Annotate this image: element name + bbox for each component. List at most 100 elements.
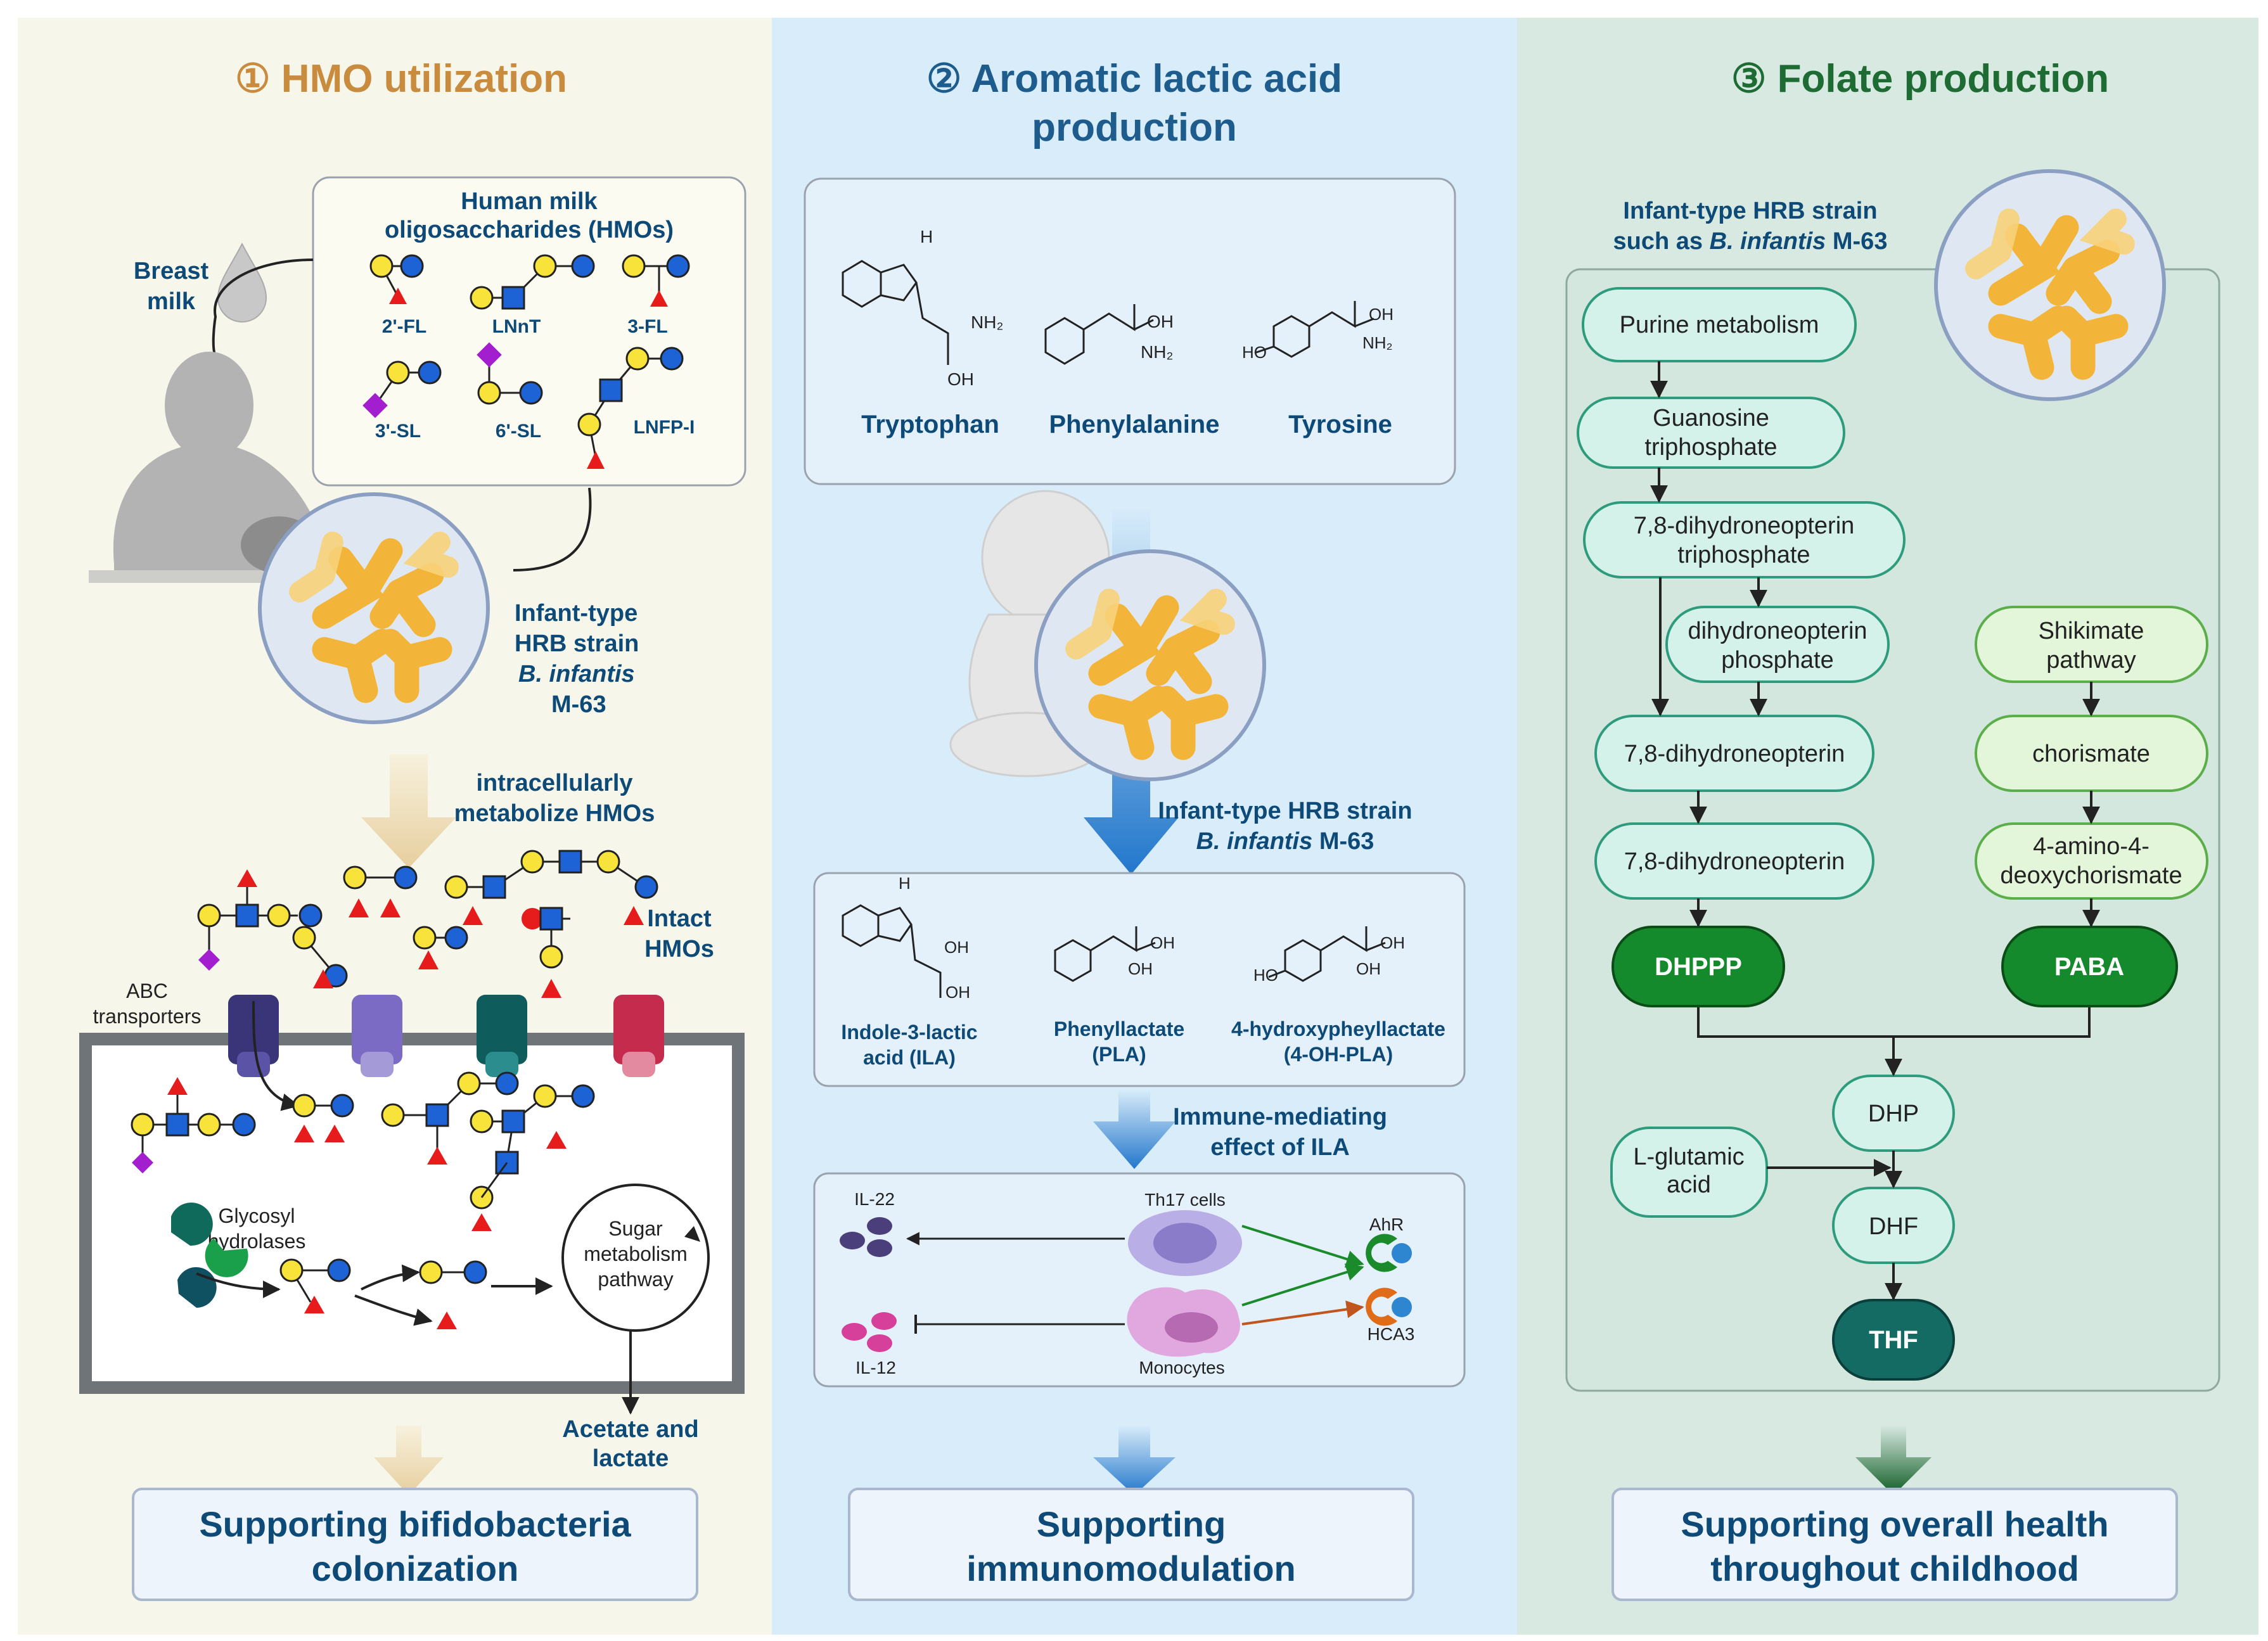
panel2-title-2: production [1032, 106, 1237, 150]
4ohpla-label-2: (4-OH-PLA) [1284, 1043, 1393, 1066]
p2-strain-label-2: B. infantis M-63 [1196, 828, 1374, 855]
mono-hca3-arrow [1241, 1300, 1364, 1325]
phe-nh2: NH₂ [1141, 342, 1173, 362]
glycosyl-label: Glycosyl [219, 1204, 295, 1227]
outcome-panel3-2: throughout childhood [1710, 1548, 2079, 1588]
strain-label-4: M-63 [551, 691, 606, 718]
th17-nucleus [1153, 1223, 1217, 1263]
svg-text:7,8-dihydroneopterin: 7,8-dihydroneopterin [1624, 848, 1845, 875]
th17-label: Th17 cells [1144, 1190, 1226, 1210]
strain-label-2: HRB strain [515, 630, 639, 657]
4ohpla-oh2: OH [1356, 959, 1381, 978]
abc-label-2: transporters [93, 1005, 202, 1028]
hmo-label-2fl: 2'-FL [382, 316, 426, 337]
breast-milk-label: Breast [134, 258, 209, 284]
svg-text:THF: THF [1869, 1326, 1918, 1354]
acetate-label-2: lactate [593, 1445, 669, 1472]
svg-text:Guanosine: Guanosine [1653, 405, 1769, 431]
receptor-icon [1366, 1234, 1412, 1326]
ila-label-2: acid (ILA) [863, 1046, 956, 1069]
hmo-label-6sl: 6'-SL [496, 421, 541, 442]
panel3-title: ③ Folate production [1731, 57, 2109, 101]
strain-label-1: Infant-type [515, 600, 637, 627]
svg-text:triphosphate: triphosphate [1677, 542, 1810, 568]
tyr-ho: HO [1242, 343, 1267, 362]
immune-label: Immune-mediating [1173, 1104, 1387, 1130]
arrow-down-panel1 [361, 754, 456, 868]
pla-oh2: OH [1128, 959, 1153, 978]
node-glutamic: L-glutamic acid [1610, 1127, 1768, 1218]
node-dhn1: 7,8-dihydroneopterin [1594, 715, 1874, 792]
intracellular-label: intracellularly [476, 770, 632, 796]
monocyte-nucleus [1165, 1312, 1218, 1343]
node-dhn2: 7,8-dihydroneopterin [1594, 822, 1874, 900]
hmo-3sl [362, 361, 442, 418]
outcome-panel2-2: immunomodulation [966, 1548, 1296, 1588]
milk-drop-icon [217, 242, 267, 322]
hydrolysis-arrow-2 [361, 1264, 420, 1291]
hmo-box [312, 176, 746, 487]
node-thf: THF [1832, 1299, 1955, 1381]
connector-hmo-strain [513, 487, 592, 571]
abc-transporter-icon [228, 995, 664, 1077]
node-paba: PABA [2001, 926, 2178, 1007]
amino-acid-box [804, 177, 1456, 485]
strain-label-3: B. infantis [518, 661, 635, 687]
intracellular-label-2: metabolize HMOs [454, 800, 655, 827]
hmo-label-3sl: 3'-SL [375, 421, 421, 442]
ila-oh1: OH [944, 938, 969, 957]
transport-arrow [252, 1000, 300, 1111]
sugar-label-2: metabolism [584, 1242, 688, 1265]
svg-text:triphosphate: triphosphate [1644, 434, 1777, 461]
hmo-box-title: Human milk [461, 188, 598, 215]
glycosyl-label-2: hydrolases [208, 1230, 306, 1253]
node-adc: 4-amino-4- deoxychorismate [1975, 822, 2208, 900]
pla-oh1: OH [1150, 933, 1175, 952]
monosaccharides [279, 1258, 487, 1329]
p3-strain-label-1: Infant-type HRB strain [1623, 198, 1877, 224]
svg-text:DHF: DHF [1869, 1213, 1918, 1240]
phenylalanine-structure [1044, 304, 1154, 365]
node-dhnp: dihydroneopterin phosphate [1665, 606, 1890, 683]
svg-text:deoxychorismate: deoxychorismate [2000, 862, 2182, 889]
4ohpla-oh1: OH [1380, 933, 1405, 952]
hmo-label-lnnt: LNnT [492, 316, 541, 337]
phe-oh: OH [1147, 312, 1174, 331]
hmo-lnnt [470, 254, 595, 310]
mono-ahr-arrow [1241, 1263, 1364, 1306]
4ohpla-ho: HO [1253, 966, 1278, 985]
pla-structure [1054, 926, 1156, 982]
node-shikimate: Shikimate pathway [1975, 606, 2208, 683]
svg-text:chorismate: chorismate [2032, 741, 2150, 767]
svg-text:Purine metabolism: Purine metabolism [1620, 312, 1819, 338]
hca3-label: HCA3 [1368, 1324, 1415, 1344]
node-dhf: DHF [1832, 1187, 1955, 1264]
hmo-lnfp1 [577, 347, 684, 469]
hydrolysis-arrow-3 [354, 1294, 433, 1326]
tyrosine-structure [1254, 301, 1374, 358]
immune-box [813, 1172, 1466, 1388]
outcome-box-panel2 [848, 1488, 1414, 1601]
node-gtp: Guanosine triphosphate [1577, 397, 1845, 469]
svg-text:DHP: DHP [1868, 1101, 1919, 1127]
svg-text:7,8-dihydroneopterin: 7,8-dihydroneopterin [1624, 741, 1845, 767]
sugar-label: Sugar [608, 1217, 663, 1240]
hmo-label-lnfp1: LNFP-I [634, 417, 695, 438]
trp-oh: OH [947, 369, 974, 389]
tyr-nh2: NH₂ [1362, 333, 1393, 352]
svg-text:Shikimate: Shikimate [2039, 618, 2144, 644]
acetate-label: Acetate and [562, 1416, 698, 1443]
sugar-label-3: pathway [598, 1268, 673, 1291]
node-purine: Purine metabolism [1582, 287, 1857, 362]
svg-text:acid: acid [1667, 1172, 1711, 1198]
ila-h: H [899, 874, 911, 893]
intact-hmos-label: Intact [647, 905, 712, 932]
node-dhntp: 7,8-dihydroneopterin triphosphate [1583, 501, 1906, 578]
il22-label: IL-22 [854, 1189, 895, 1209]
pathway-arrows [1650, 361, 2100, 1301]
pla-label-2: (PLA) [1092, 1043, 1146, 1066]
pla-label: Phenyllactate [1054, 1018, 1184, 1040]
p3-strain-label-2: such as B. infantis M-63 [1613, 228, 1888, 255]
immune-label-2: effect of ILA [1210, 1134, 1350, 1161]
node-chorismate: chorismate [1975, 715, 2208, 792]
